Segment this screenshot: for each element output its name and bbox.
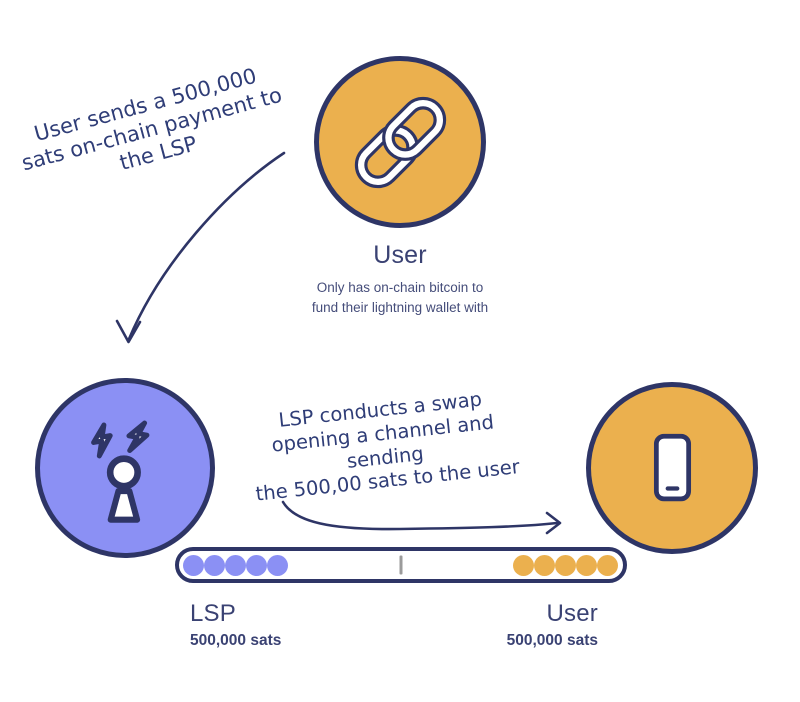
user-wallet-circle xyxy=(586,382,758,554)
lightning-bolt-left xyxy=(91,422,113,459)
top-user-title: User xyxy=(373,241,427,269)
user-label-group: User 500,000 sats xyxy=(507,600,598,650)
user-balance-dot xyxy=(576,554,597,576)
channel-balance-tick xyxy=(399,555,403,575)
lsp-balance-dot xyxy=(204,554,225,576)
user-label: User xyxy=(546,600,598,627)
lsp-circle xyxy=(35,378,215,558)
channel-bar xyxy=(175,547,627,583)
top-user-subtitle-line2: fund their lightning wallet with xyxy=(311,300,489,316)
lightning-tower-icon xyxy=(91,420,150,523)
lsp-balance-dot xyxy=(267,554,288,576)
tower-base xyxy=(107,488,141,523)
lsp-balance-dot xyxy=(225,554,246,576)
channel-user-dots xyxy=(513,554,618,576)
user-balance-dot xyxy=(597,554,618,576)
lsp-label-group: LSP 500,000 sats xyxy=(190,600,281,650)
lightning-bolt-right xyxy=(126,420,150,453)
annotation-swap: LSP conducts a swap opening a channel an… xyxy=(242,384,526,507)
top-user-subtitle-line1: Only has on-chain bitcoin to xyxy=(316,280,484,295)
tower-beacon-circle xyxy=(106,455,141,490)
lsp-balance: 500,000 sats xyxy=(190,632,282,649)
curved-arrow-user-to-lsp xyxy=(127,151,286,341)
lsp-balance-dot xyxy=(246,554,267,576)
top-user-subtitle: Only has on-chain bitcoin to fund their … xyxy=(270,278,530,319)
chain-link-icon xyxy=(354,96,446,188)
lsp-balance-dot xyxy=(183,554,204,576)
curved-arrow-lsp-to-user xyxy=(281,500,559,531)
user-balance-dot xyxy=(513,554,534,576)
arrowhead-down xyxy=(115,319,142,344)
user-balance: 500,000 sats xyxy=(506,632,598,649)
lsp-label: LSP xyxy=(190,600,236,627)
user-balance-dot xyxy=(555,554,576,576)
top-user-circle xyxy=(314,56,486,228)
user-balance-dot xyxy=(534,554,555,576)
channel-lsp-dots xyxy=(183,554,288,576)
annotation-onchain-payment: User sends a 500,000 sats on-chain payme… xyxy=(7,57,297,202)
arrowhead-right xyxy=(545,511,562,535)
phone-icon xyxy=(653,433,691,501)
